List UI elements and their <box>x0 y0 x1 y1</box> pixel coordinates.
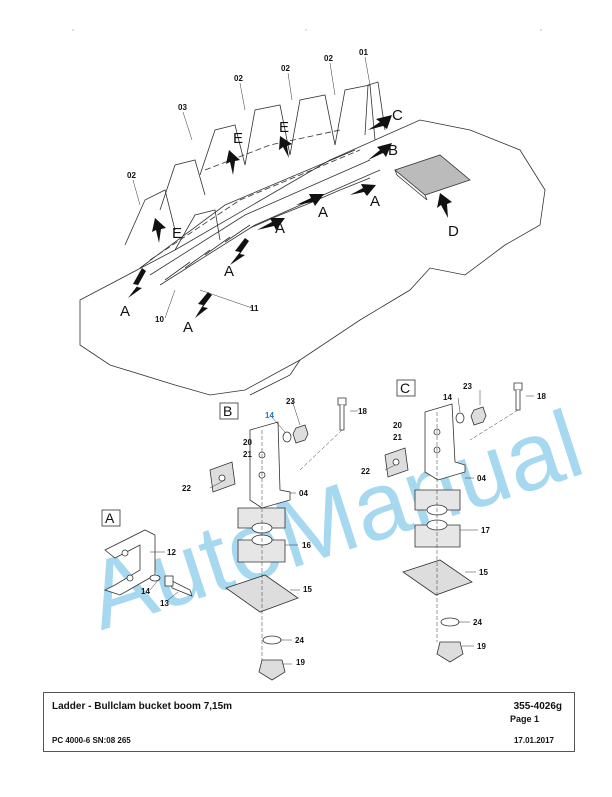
title-block: Ladder - Bullclam bucket boom 7,15m 355-… <box>43 692 575 752</box>
callout-13: 13 <box>160 599 169 608</box>
arrow-a-5 <box>296 194 324 206</box>
callout-02-b: 02 <box>281 64 290 73</box>
boom-outline <box>79 119 546 396</box>
arrow-letters: A A A A A A B C D E E E <box>120 107 459 336</box>
arrow-label-a-2: A <box>183 319 193 336</box>
callout-14-b: 14 <box>265 411 274 420</box>
arrow-label-a-4: A <box>275 220 285 237</box>
page-number: Page 1 <box>510 714 540 724</box>
arrow-label-a-1: A <box>120 303 130 320</box>
drawing-title: Ladder - Bullclam bucket boom 7,15m <box>52 701 233 712</box>
detail-c-label: C <box>400 380 410 396</box>
callout-04-b: 04 <box>299 489 308 498</box>
watermark: AutoManual <box>74 390 594 650</box>
callout-19-c: 19 <box>477 642 486 651</box>
platform-plate <box>394 154 471 201</box>
detail-a: A 12 14 13 <box>101 509 193 608</box>
callout-17: 17 <box>481 526 490 535</box>
callout-23-c: 23 <box>463 382 472 391</box>
callout-24-c: 24 <box>473 618 482 627</box>
arrow-label-e-2: E <box>279 119 289 136</box>
callout-24-b: 24 <box>295 636 304 645</box>
arrow-b <box>368 143 392 160</box>
arrow-label-d: D <box>448 223 459 240</box>
arrow-label-e-3: E <box>172 225 182 242</box>
callout-20-c: 20 <box>393 421 402 430</box>
document-number: 355-4026g <box>513 701 562 712</box>
callout-23-b: 23 <box>286 397 295 406</box>
machine-model: PC 4000-6 SN:08 265 <box>52 736 131 745</box>
arrow-d <box>437 193 452 218</box>
arrow-label-a-3: A <box>224 263 234 280</box>
callout-12: 12 <box>167 548 176 557</box>
callout-18-b: 18 <box>358 407 367 416</box>
callout-02-d: 02 <box>127 171 136 180</box>
ladder-assembly <box>124 81 386 286</box>
detail-b: B <box>182 397 367 681</box>
callout-10: 10 <box>155 315 164 324</box>
arrow-a-1 <box>128 268 146 298</box>
callout-02-c: 02 <box>234 74 243 83</box>
detail-c: C 14 23 18 20 21 22 04 <box>361 379 546 663</box>
arrow-e-3 <box>152 218 166 243</box>
arrow-label-a-6: A <box>370 193 380 210</box>
callout-22-b: 22 <box>182 484 191 493</box>
arrow-a-3 <box>230 238 249 265</box>
callout-04-c: 04 <box>477 474 486 483</box>
arrow-e-2 <box>279 136 292 158</box>
arrow-c <box>368 115 392 130</box>
callout-14-a: 14 <box>141 587 150 596</box>
arrow-e-1 <box>226 150 240 175</box>
callout-15-c: 15 <box>479 568 488 577</box>
callout-20-b: 20 <box>243 438 252 447</box>
arrow-a-4 <box>257 218 285 230</box>
callout-19-b: 19 <box>296 658 305 667</box>
direction-arrows <box>128 115 452 318</box>
callout-21-b: 21 <box>243 450 252 459</box>
upper-callouts: 01 02 02 02 03 02 10 11 <box>127 48 371 324</box>
detail-a-label: A <box>105 510 115 526</box>
callout-14-c: 14 <box>443 393 452 402</box>
arrow-label-a-5: A <box>318 204 328 221</box>
arrow-a-2 <box>195 292 212 318</box>
arrow-label-c: C <box>392 107 403 124</box>
arrow-a-6 <box>350 184 376 196</box>
callout-11: 11 <box>250 304 259 313</box>
arrow-label-e-1: E <box>233 130 243 147</box>
callout-22-c: 22 <box>361 467 370 476</box>
callout-21-c: 21 <box>393 433 402 442</box>
callout-01: 01 <box>359 48 368 57</box>
callout-16: 16 <box>302 541 311 550</box>
callout-18-c: 18 <box>537 392 546 401</box>
callout-02-a: 02 <box>324 54 333 63</box>
detail-b-label: B <box>223 403 232 419</box>
issue-date: 17.01.2017 <box>513 736 554 745</box>
arrow-label-b: B <box>388 142 398 159</box>
callout-15-b: 15 <box>303 585 312 594</box>
callout-03: 03 <box>178 103 187 112</box>
sheet-ticks <box>72 29 542 31</box>
